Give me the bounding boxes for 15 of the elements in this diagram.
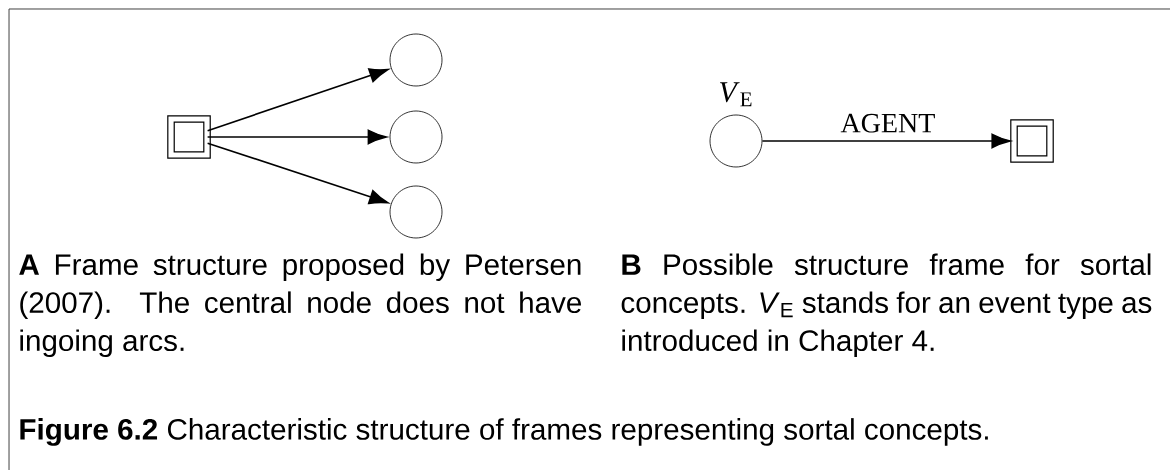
- circle-node: [389, 185, 443, 239]
- node-caption: V$_{E}$: [720, 82, 752, 107]
- circle-node: [389, 33, 443, 87]
- arrow: [761, 133, 1011, 149]
- circle-node: [709, 114, 763, 168]
- double-square-node: [167, 115, 211, 159]
- panel-description: B Possible structure frame for sortal concepts. V$_{E}$ stands for an event type as introduced in Chapter 4.: [621, 253, 1152, 357]
- edge-label: AGENT: [838, 111, 938, 135]
- arrow: [206, 142, 389, 205]
- arrow: [206, 68, 389, 132]
- figure-caption: Figure 6.2 Characteristic structure of frames representing sortal concepts.: [20, 418, 988, 446]
- arrow: [206, 129, 388, 145]
- double-square-node: [1010, 119, 1054, 163]
- panel-description: A Frame structure proposed by Petersen (2007). The central node does not have ingoing arcs.: [19, 253, 581, 357]
- circle-node: [389, 110, 443, 164]
